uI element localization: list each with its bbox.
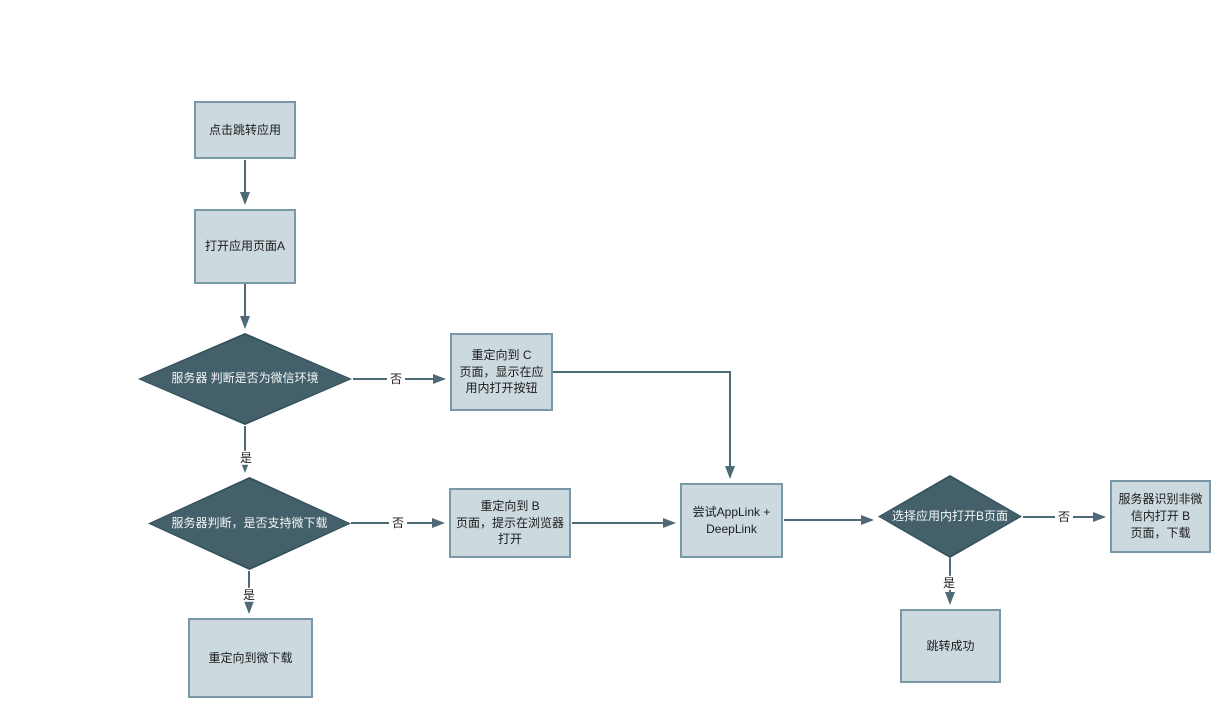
- node-redirect-b: 重定向到 B 页面，提示在浏览器 打开: [449, 488, 571, 558]
- node-try-applink: 尝试AppLink + DeepLink: [680, 483, 783, 558]
- decision-micro-download: 服务器判断，是否支持微下载: [148, 477, 351, 570]
- node-click-app: 点击跳转应用: [194, 101, 296, 159]
- decision-open-b-in-app-label: 选择应用内打开B页面: [891, 508, 1008, 523]
- node-open-page-a: 打开应用页面A: [194, 209, 296, 284]
- node-jump-success: 跳转成功: [900, 609, 1001, 683]
- edge-label-no-micro-download: 否: [388, 515, 408, 531]
- edge-label-no-open-b: 否: [1054, 509, 1074, 525]
- decision-micro-download-label: 服务器判断，是否支持微下载: [171, 515, 328, 530]
- decision-wechat-env-label: 服务器 判断是否为微信环境: [171, 371, 319, 386]
- edge-label-yes-wechat-env: 是: [236, 450, 256, 466]
- node-server-recognize-b: 服务器识别非微 信内打开 B 页面，下载: [1110, 480, 1211, 553]
- decision-wechat-env: 服务器 判断是否为微信环境: [138, 333, 352, 425]
- edge-label-no-wechat-env: 否: [386, 371, 406, 387]
- node-redirect-micro-download: 重定向到微下载: [188, 618, 313, 698]
- edge-label-yes-open-b: 是: [939, 575, 959, 591]
- decision-open-b-in-app: 选择应用内打开B页面: [878, 475, 1022, 558]
- node-redirect-c: 重定向到 C 页面，显示在应 用内打开按钮: [450, 333, 553, 411]
- edge-label-yes-micro-download: 是: [239, 587, 259, 603]
